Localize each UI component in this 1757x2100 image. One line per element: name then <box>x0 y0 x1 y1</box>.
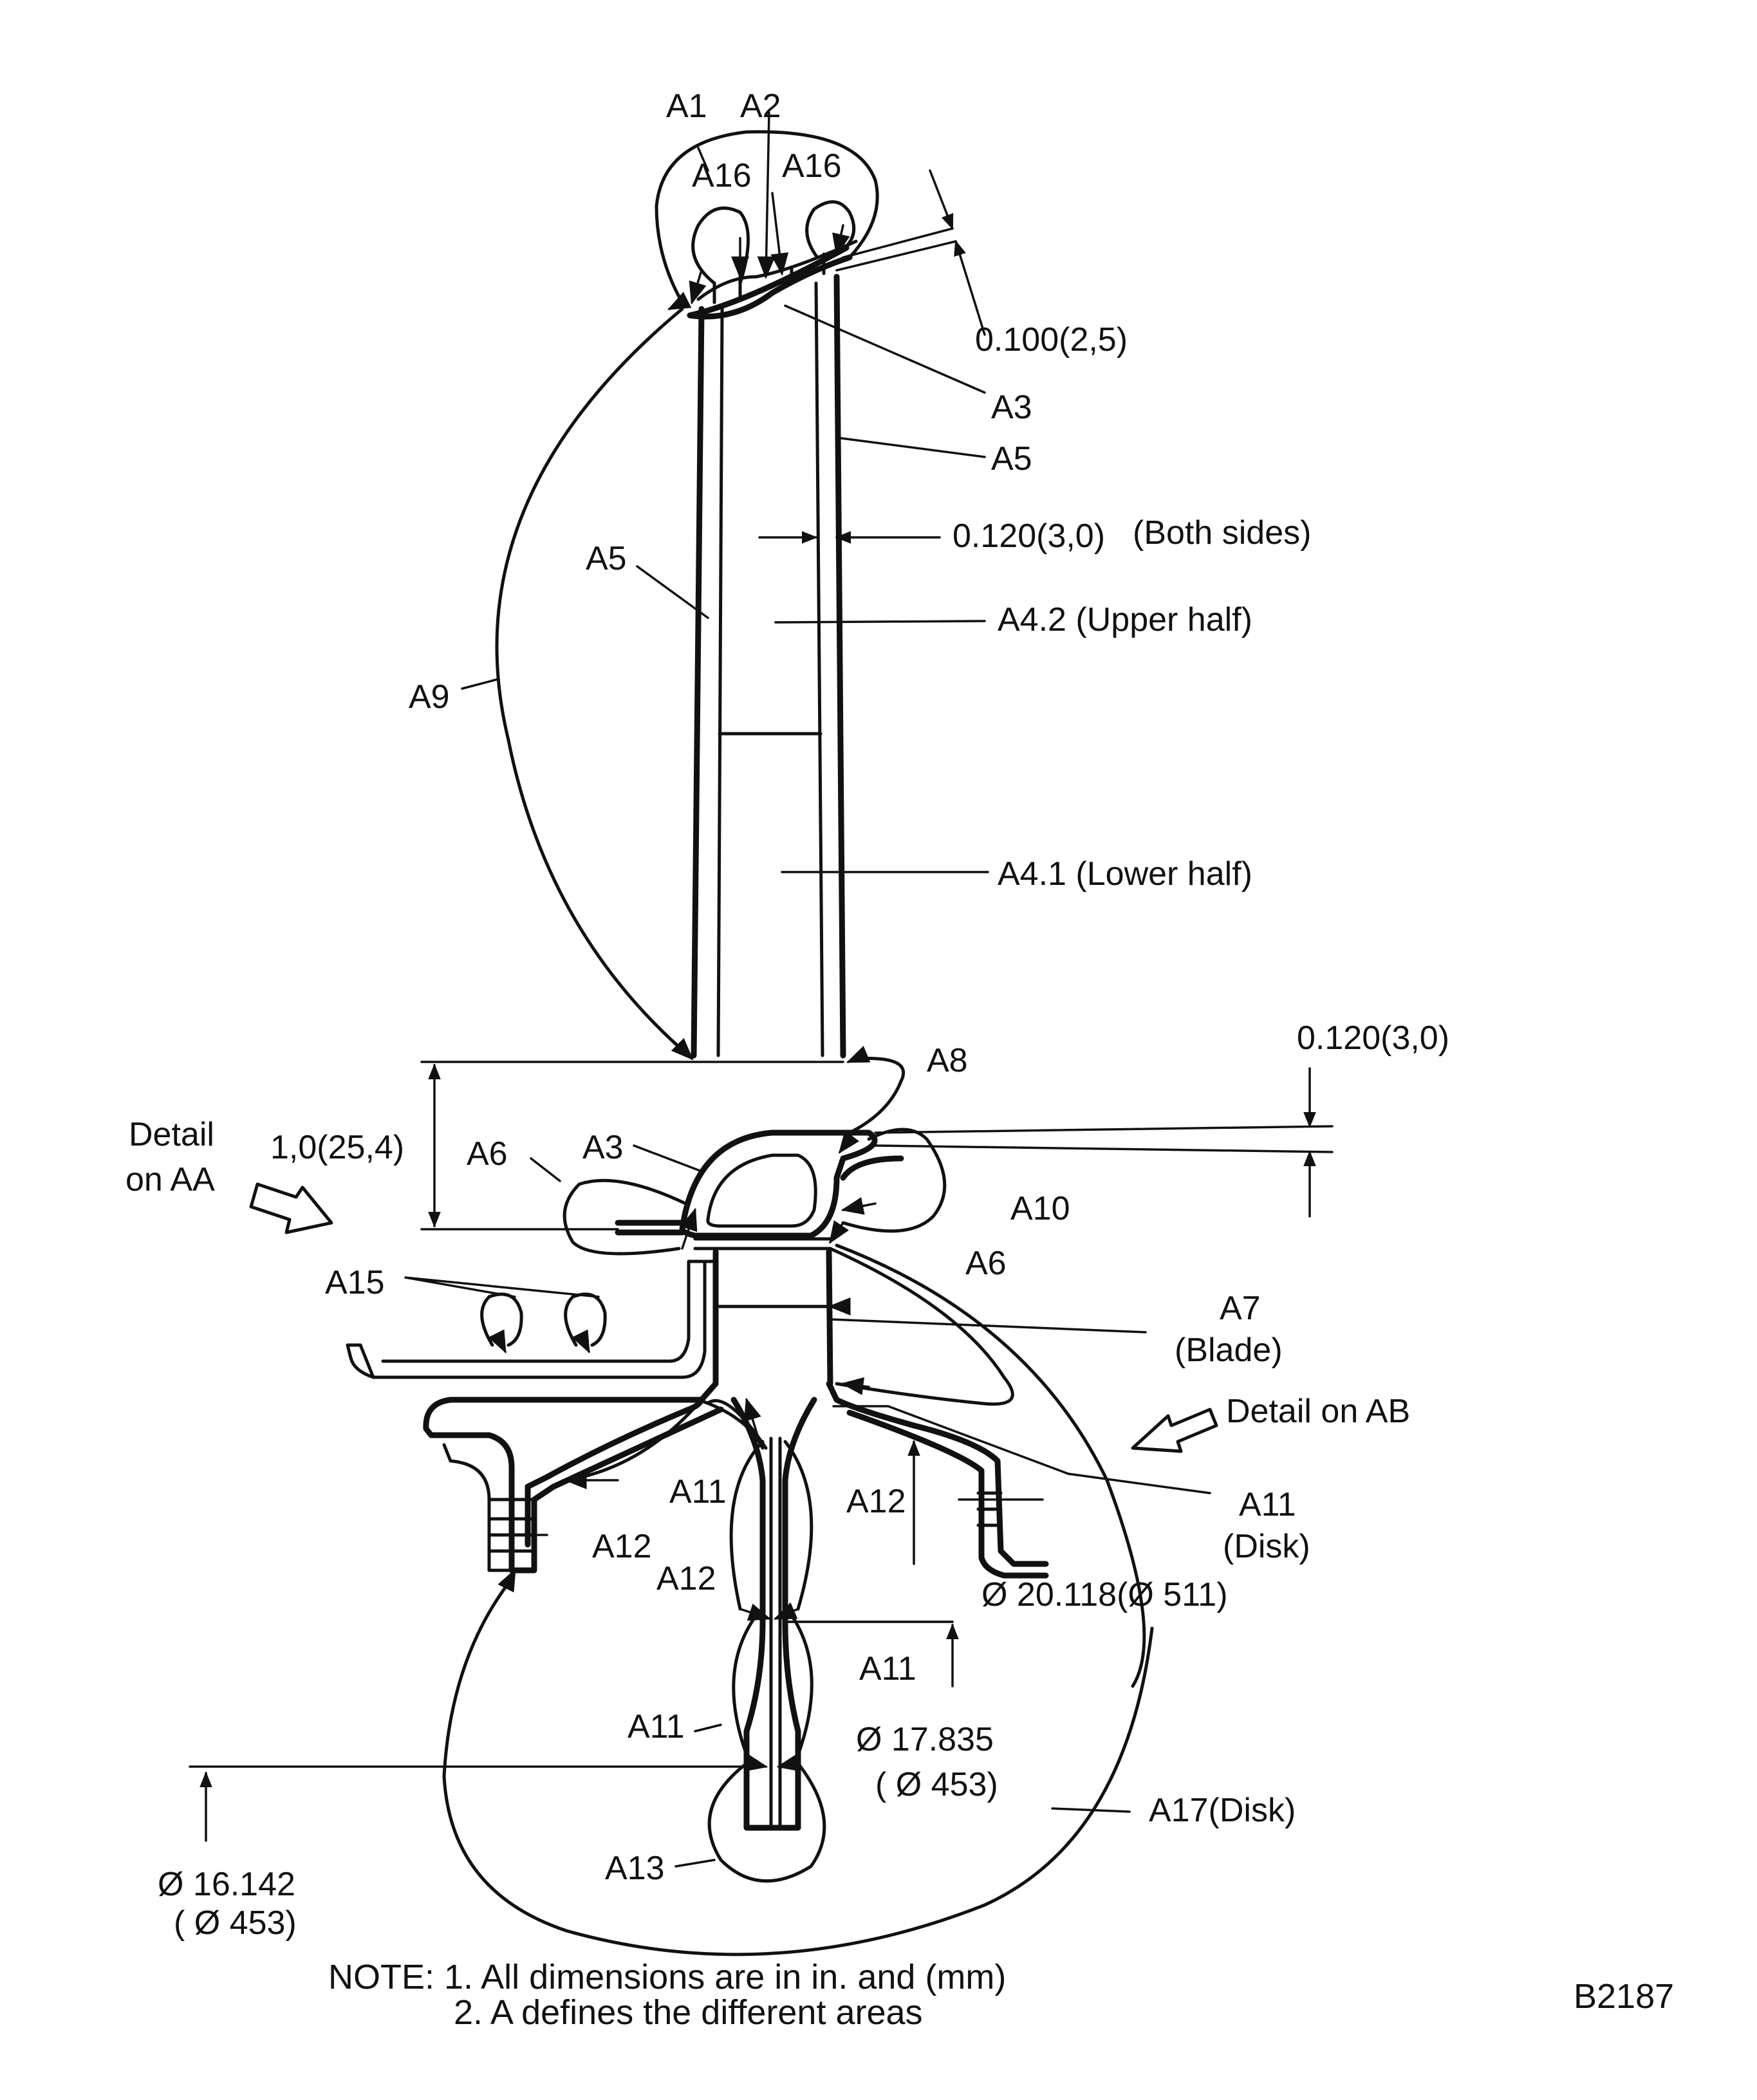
label-a6-left: A6 <box>467 1135 508 1173</box>
label-a11-lower-left: A11 <box>628 1708 685 1745</box>
blade-outline <box>687 239 858 1059</box>
label-a12-left: A12 <box>592 1528 652 1565</box>
label-a6-right: A6 <box>965 1245 1007 1282</box>
label-dim-top: 0.100(2,5) <box>975 321 1128 358</box>
label-a11-lower-right: A11 <box>859 1650 916 1687</box>
label-a13: A13 <box>605 1850 665 1887</box>
label-a5-right: A5 <box>991 440 1032 478</box>
label-a4-1: A4.1 (Lower half) <box>998 855 1252 893</box>
label-a12-right: A12 <box>846 1483 906 1520</box>
area-balloons <box>442 130 1154 1956</box>
shank-outline <box>346 1249 833 1387</box>
label-dim-root: 0.120(3,0) <box>1297 1019 1449 1057</box>
label-a4-2: A4.2 (Upper half) <box>998 601 1252 638</box>
label-dia-17: Ø 17.835 <box>856 1721 994 1758</box>
note-line-2: 2. A defines the different areas <box>454 1993 923 2032</box>
label-a16-left: A16 <box>692 157 752 194</box>
label-a9: A9 <box>409 678 450 716</box>
label-dia-16-mm: ( Ø 453) <box>174 1904 297 1942</box>
area-labels: A1 A2 A16 A16 0.100(2,5) A3 A5 0.120(3,0… <box>126 88 1449 1942</box>
section-marks <box>488 1498 1044 1536</box>
label-a15: A15 <box>325 1264 385 1301</box>
label-a17: A17(Disk) <box>1149 1792 1296 1829</box>
notes: NOTE: 1. All dimensions are in in. and (… <box>328 1958 1674 2032</box>
label-a2: A2 <box>740 88 781 125</box>
label-a3-root: A3 <box>582 1129 624 1166</box>
disk-outline <box>423 1380 1049 1831</box>
label-a5-left: A5 <box>586 540 627 577</box>
label-both-sides: (Both sides) <box>1133 514 1311 552</box>
label-a1: A1 <box>666 88 707 125</box>
label-dia-16: Ø 16.142 <box>158 1866 295 1903</box>
label-dia-20: Ø 20.118(Ø 511) <box>981 1576 1228 1613</box>
label-a7: A7 <box>1220 1290 1261 1327</box>
label-dia-17-mm: ( Ø 453) <box>875 1766 998 1803</box>
label-a11-disk: A11 <box>1239 1486 1296 1523</box>
label-blade: (Blade) <box>1175 1332 1283 1369</box>
label-dim-both-sides: 0.120(3,0) <box>953 517 1105 555</box>
label-dim-height: 1,0(25,4) <box>270 1129 404 1166</box>
dimension-lines <box>189 147 1334 1868</box>
leader-arrows <box>488 111 877 1772</box>
figure-id: B2187 <box>1574 1977 1674 2016</box>
label-a10: A10 <box>1010 1190 1070 1227</box>
detail-aa-arrow <box>249 1182 333 1234</box>
platform-outline <box>615 1129 904 1250</box>
label-a3-top: A3 <box>991 389 1032 426</box>
label-detail-ab: Detail on AB <box>1226 1393 1410 1430</box>
label-detail-aa-1: Detail <box>129 1116 214 1153</box>
label-a8: A8 <box>927 1042 968 1079</box>
label-a16-right: A16 <box>782 147 842 185</box>
detail-ab-arrow <box>1131 1408 1218 1453</box>
label-a11-mid: A11 <box>669 1473 727 1510</box>
label-a12-center: A12 <box>656 1560 716 1597</box>
label-detail-aa-2: on AA <box>126 1161 215 1198</box>
note-line-1: NOTE: 1. All dimensions are in in. and (… <box>328 1958 1006 1996</box>
label-disk: (Disk) <box>1223 1528 1310 1565</box>
